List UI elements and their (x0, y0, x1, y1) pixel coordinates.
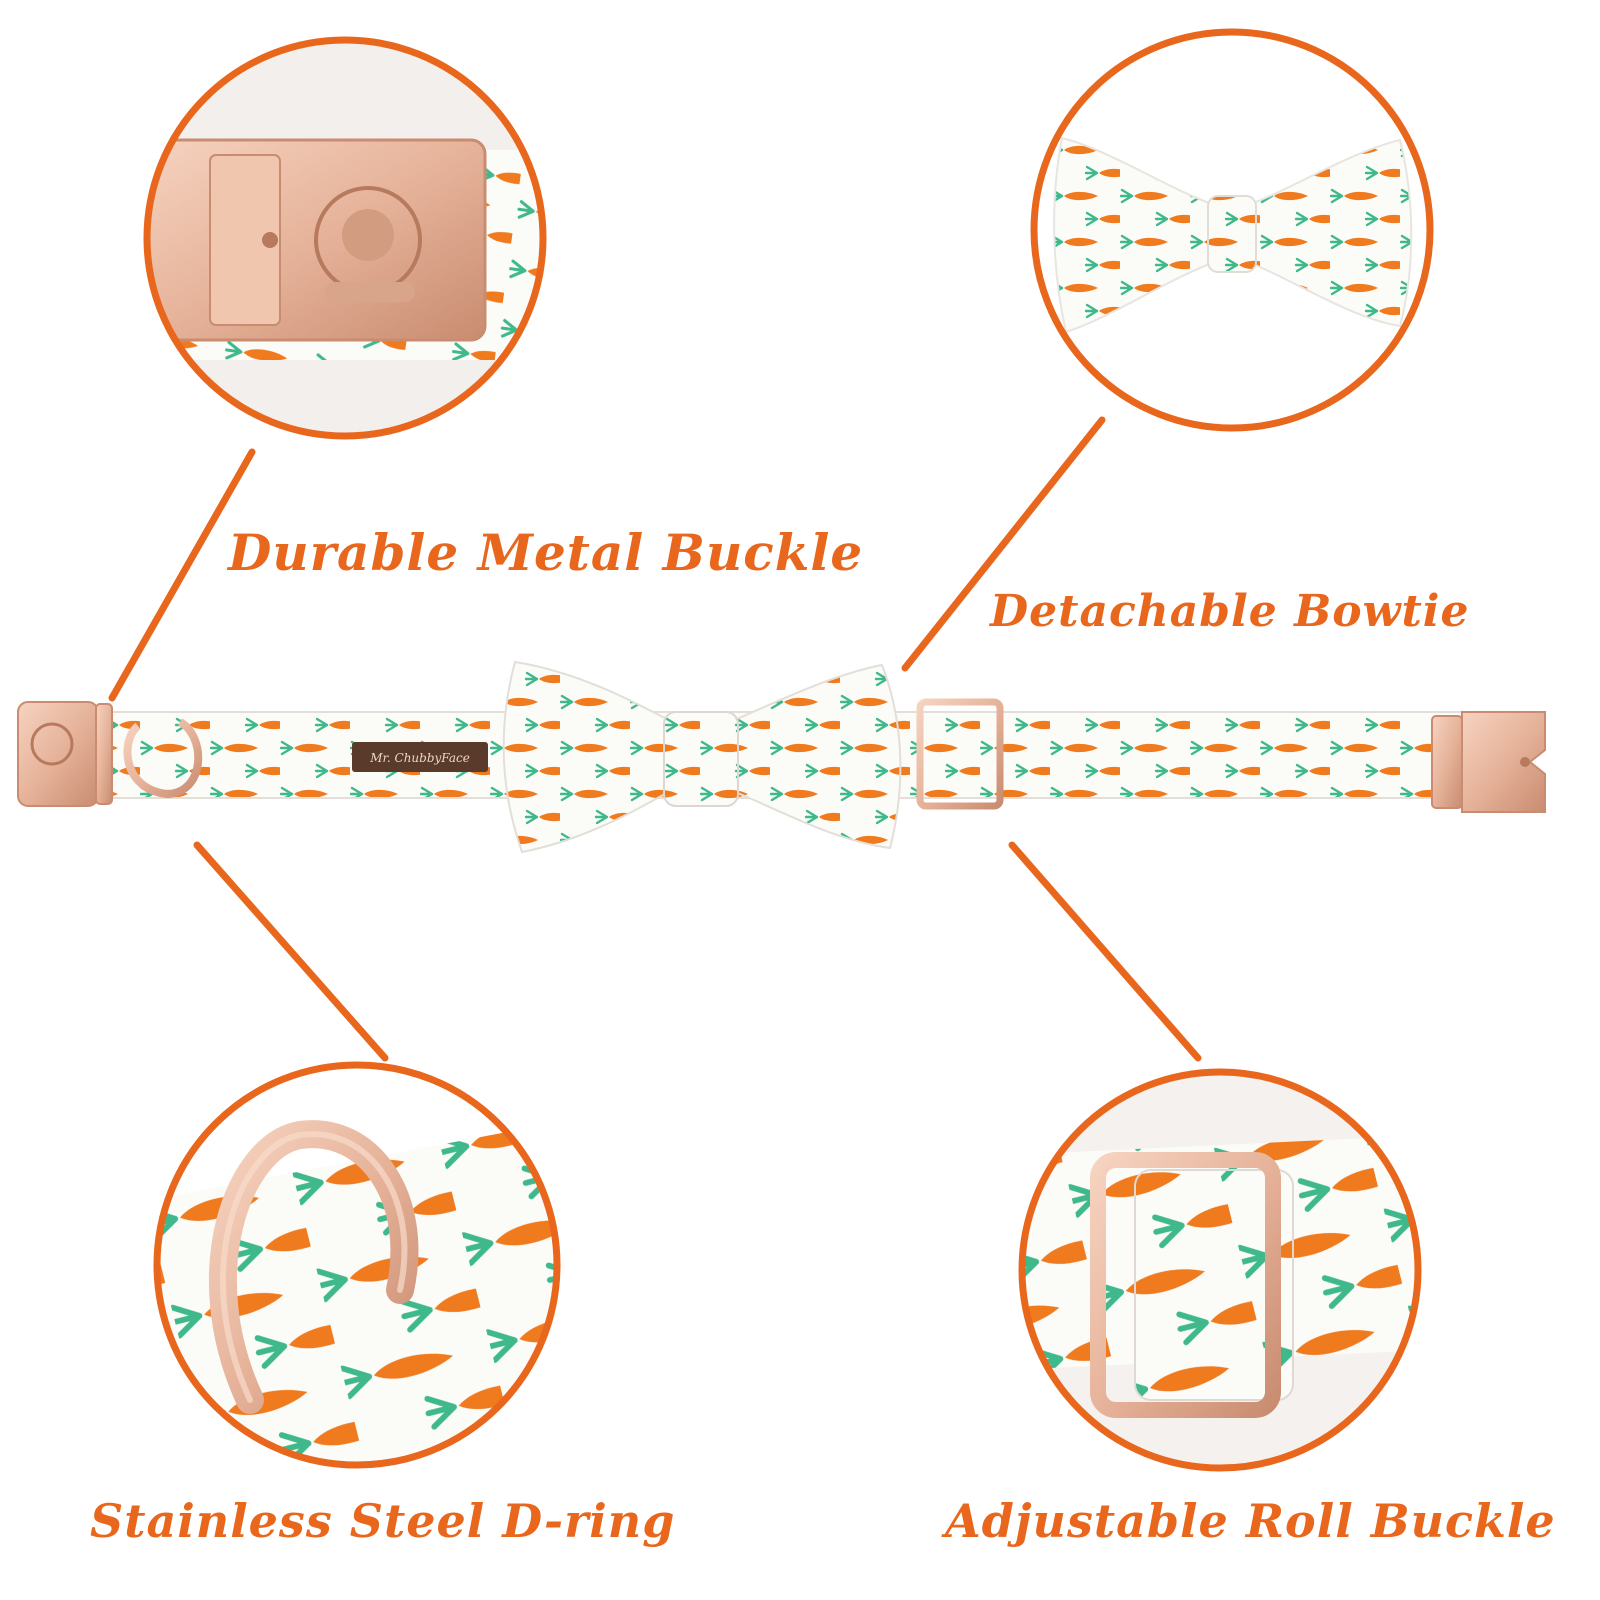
label-detachable-bowtie: Detachable Bowtie (990, 586, 1470, 637)
d-ring-icon (123, 718, 203, 799)
collar: Mr. ChubbyFace (17, 660, 1546, 854)
callout-line-dring (193, 841, 389, 1062)
callout-line-roll (1008, 841, 1202, 1062)
label-stainless-steel-dring: Stainless Steel D-ring (90, 1494, 676, 1548)
roll-buckle-icon (916, 698, 1004, 810)
callout-line-buckle (108, 448, 256, 702)
callout-lines (108, 416, 1202, 1062)
label-durable-metal-buckle: Durable Metal Buckle (228, 523, 864, 582)
callout-line-bowtie (901, 416, 1106, 672)
dring-closeup (153, 1061, 561, 1469)
bowtie-closeup (1030, 28, 1434, 432)
label-adjustable-roll-buckle: Adjustable Roll Buckle (945, 1494, 1556, 1548)
bowtie-icon (1053, 136, 1216, 334)
buckle-closeup (143, 36, 547, 440)
buckle-icon (147, 138, 487, 342)
roll-buckle-closeup (1018, 1068, 1422, 1472)
brand-tag (352, 742, 488, 772)
brand-tag-text: Mr. ChubbyFace (369, 751, 470, 765)
